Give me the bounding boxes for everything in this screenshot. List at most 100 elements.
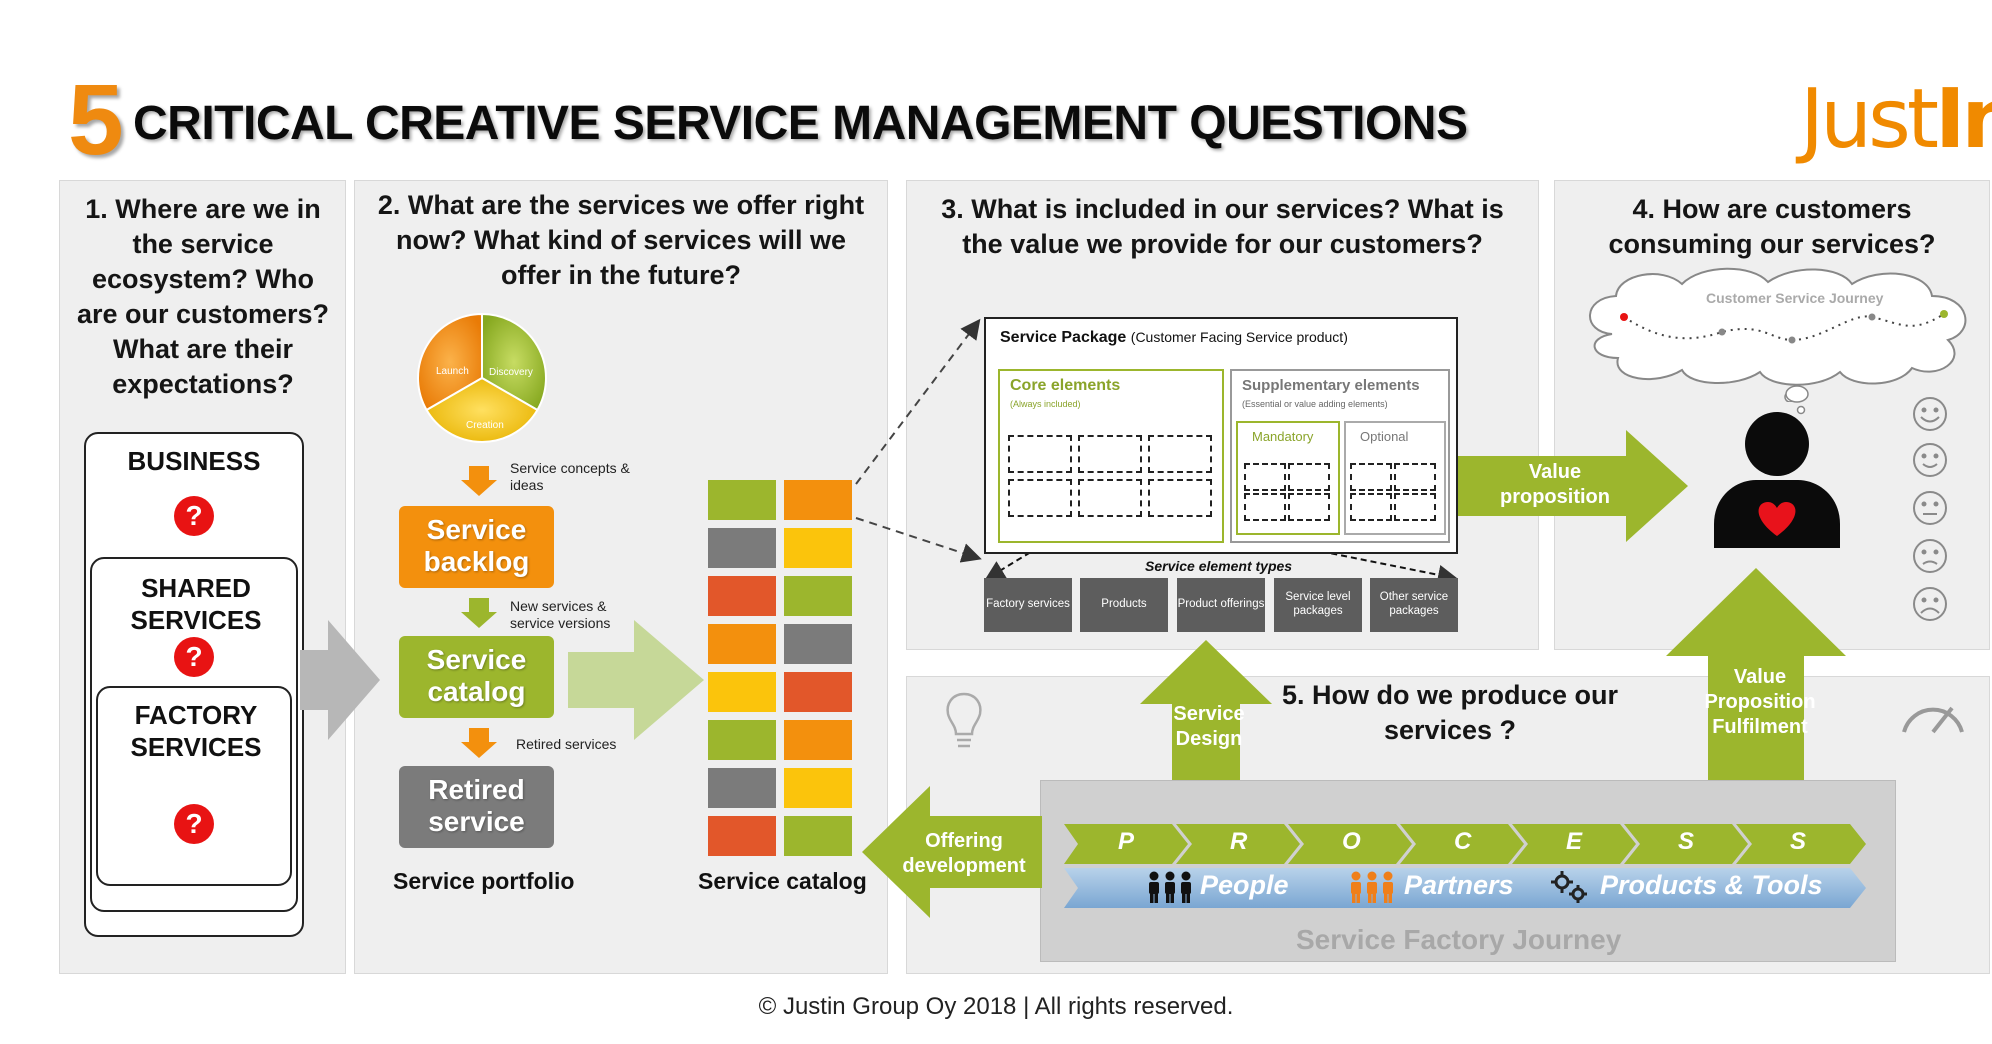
question-1: 1. Where are we in the service ecosystem… bbox=[76, 194, 330, 400]
cycle-launch-label: Launch bbox=[436, 366, 469, 377]
optional-slot bbox=[1350, 493, 1392, 521]
optional-slot bbox=[1394, 493, 1436, 521]
thought-bubble-icon bbox=[1785, 385, 1809, 415]
catalog-cell bbox=[708, 480, 776, 520]
business-question-icon: ? bbox=[174, 496, 214, 536]
catalog-cell bbox=[784, 720, 852, 760]
catalog-cell bbox=[784, 480, 852, 520]
stage-retired-service: Retired service bbox=[399, 766, 554, 848]
factory-services-box: FACTORY SERVICES ? bbox=[96, 686, 292, 886]
down-arrow-1 bbox=[461, 466, 497, 496]
question-2: 2. What are the services we offer right … bbox=[377, 190, 865, 291]
catalog-cell bbox=[708, 672, 776, 712]
transition-retired-label: Retired services bbox=[516, 736, 617, 752]
page-title: CRITICAL CREATIVE SERVICE MANAGEMENT QUE… bbox=[133, 97, 1468, 150]
cycle-creation-label: Creation bbox=[466, 420, 504, 431]
satisfaction-scale-icon bbox=[1913, 397, 1947, 621]
resources-bar bbox=[1064, 868, 1866, 908]
service-design-label: Service Design bbox=[1173, 703, 1245, 750]
element-type-products: Products bbox=[1080, 578, 1168, 632]
catalog-cell bbox=[708, 576, 776, 616]
business-label: BUSINESS bbox=[127, 446, 261, 476]
stage-service-backlog: Service backlog bbox=[399, 506, 554, 588]
question-5: 5. How do we produce our services ? bbox=[1281, 680, 1619, 746]
core-slot bbox=[1078, 435, 1142, 473]
gears-icon bbox=[1551, 871, 1587, 903]
supplementary-title: Supplementary elements bbox=[1242, 377, 1420, 394]
offering-development-label: Offering development bbox=[902, 830, 1026, 877]
service-package-box: Service Package (Customer Facing Service… bbox=[984, 317, 1458, 554]
cycle-discovery-label: Discovery bbox=[489, 367, 533, 378]
offering-development-arrow bbox=[862, 786, 1042, 918]
catalog-cell bbox=[708, 720, 776, 760]
process-letter: E bbox=[1566, 828, 1583, 855]
people-label: People bbox=[1200, 870, 1289, 900]
optional-label: Optional bbox=[1360, 429, 1409, 444]
catalog-cell bbox=[708, 768, 776, 808]
optional-box: Optional bbox=[1344, 421, 1446, 535]
core-slot bbox=[1148, 435, 1212, 473]
supplementary-elements-box: Supplementary elements (Essential or val… bbox=[1230, 369, 1450, 543]
element-type-factory-services: Factory services bbox=[984, 578, 1072, 632]
lightbulb-icon bbox=[946, 692, 982, 748]
value-proposition-arrow bbox=[1458, 430, 1688, 542]
down-arrow-2 bbox=[461, 598, 497, 628]
title-number: 5 bbox=[68, 64, 124, 176]
package-subtitle-text: (Customer Facing Service product) bbox=[1130, 329, 1348, 345]
catalog-cell bbox=[708, 528, 776, 568]
supplementary-sub: (Essential or value adding elements) bbox=[1242, 399, 1388, 409]
optional-slot bbox=[1394, 463, 1436, 491]
customer-icon bbox=[1714, 412, 1840, 548]
service-lifecycle-cycle bbox=[417, 312, 547, 443]
factory-services-label: FACTORY SERVICES bbox=[130, 700, 262, 762]
service-catalog-label: Service catalog bbox=[698, 868, 867, 894]
factory-services-question-icon: ? bbox=[174, 804, 214, 844]
mandatory-slot bbox=[1288, 493, 1330, 521]
core-elements-box: Core elements (Always included) bbox=[998, 369, 1224, 543]
mandatory-slot bbox=[1244, 493, 1286, 521]
copyright-footer: © Justin Group Oy 2018 | All rights rese… bbox=[758, 993, 1234, 1020]
shared-services-question-icon: ? bbox=[174, 637, 214, 677]
process-letter: R bbox=[1230, 828, 1248, 855]
question-4: 4. How are customers consuming our servi… bbox=[1608, 194, 1936, 260]
mandatory-slot bbox=[1244, 463, 1286, 491]
stage-service-catalog: Service catalog bbox=[399, 636, 554, 718]
element-type-service-level-packages: Service level packages bbox=[1274, 578, 1362, 632]
catalog-cell bbox=[708, 624, 776, 664]
core-slot bbox=[1148, 479, 1212, 517]
products-tools-label: Products & Tools bbox=[1600, 870, 1823, 900]
catalog-cell bbox=[784, 576, 852, 616]
justin-logo: JustIn bbox=[1800, 72, 1992, 167]
customer-journey-label: Customer Service Journey bbox=[1706, 290, 1884, 306]
process-letter: C bbox=[1454, 828, 1472, 855]
service-element-types-title: Service element types bbox=[1145, 558, 1293, 574]
core-slot bbox=[1008, 435, 1072, 473]
element-type-product-offerings: Product offerings bbox=[1177, 578, 1265, 632]
process-letter: S bbox=[1790, 828, 1807, 855]
core-slot bbox=[1008, 479, 1072, 517]
catalog-cell bbox=[784, 816, 852, 856]
core-elements-title: Core elements bbox=[1010, 377, 1121, 394]
service-factory-journey-label: Service Factory Journey bbox=[1296, 924, 1622, 955]
service-portfolio-label: Service portfolio bbox=[393, 868, 575, 894]
process-letter: S bbox=[1678, 828, 1695, 855]
partners-label: Partners bbox=[1404, 870, 1514, 900]
package-title-text: Service Package bbox=[1000, 329, 1127, 346]
journey-cloud bbox=[1589, 267, 1967, 402]
question-3: 3. What is included in our services? Wha… bbox=[941, 194, 1504, 260]
core-elements-sub: (Always included) bbox=[1010, 399, 1081, 409]
mandatory-slot bbox=[1288, 463, 1330, 491]
transition-new-services-label: New services & service versions bbox=[510, 598, 611, 631]
optional-slot bbox=[1350, 463, 1392, 491]
service-package-title: Service Package (Customer Facing Service… bbox=[1000, 329, 1348, 347]
catalog-cell bbox=[784, 768, 852, 808]
value-fulfilment-label: Value Proposition Fulfilment bbox=[1704, 666, 1816, 738]
mandatory-label: Mandatory bbox=[1252, 429, 1314, 444]
partners-icon bbox=[1351, 871, 1393, 903]
speedometer-icon bbox=[1902, 706, 1964, 734]
catalog-cell bbox=[784, 624, 852, 664]
value-proposition-label: Value proposition bbox=[1500, 461, 1610, 508]
value-fulfilment-arrow bbox=[1666, 568, 1846, 784]
process-chevrons bbox=[1064, 824, 1866, 864]
arrow-portfolio-to-catalog bbox=[568, 620, 704, 740]
